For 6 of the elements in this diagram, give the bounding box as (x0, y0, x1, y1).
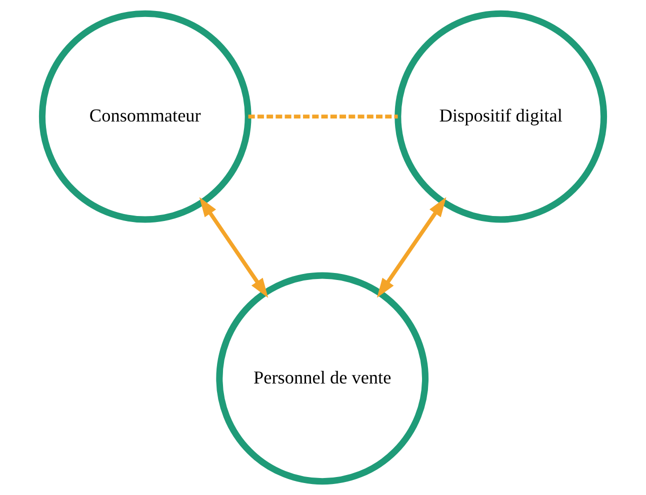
arrow (199, 197, 268, 298)
node-circle: Personnel de vente (216, 272, 429, 485)
connector (248, 114, 398, 118)
node-circle: Dispositif digital (394, 10, 608, 223)
node-circle: Consommateur (38, 10, 252, 223)
arrow (376, 197, 446, 298)
